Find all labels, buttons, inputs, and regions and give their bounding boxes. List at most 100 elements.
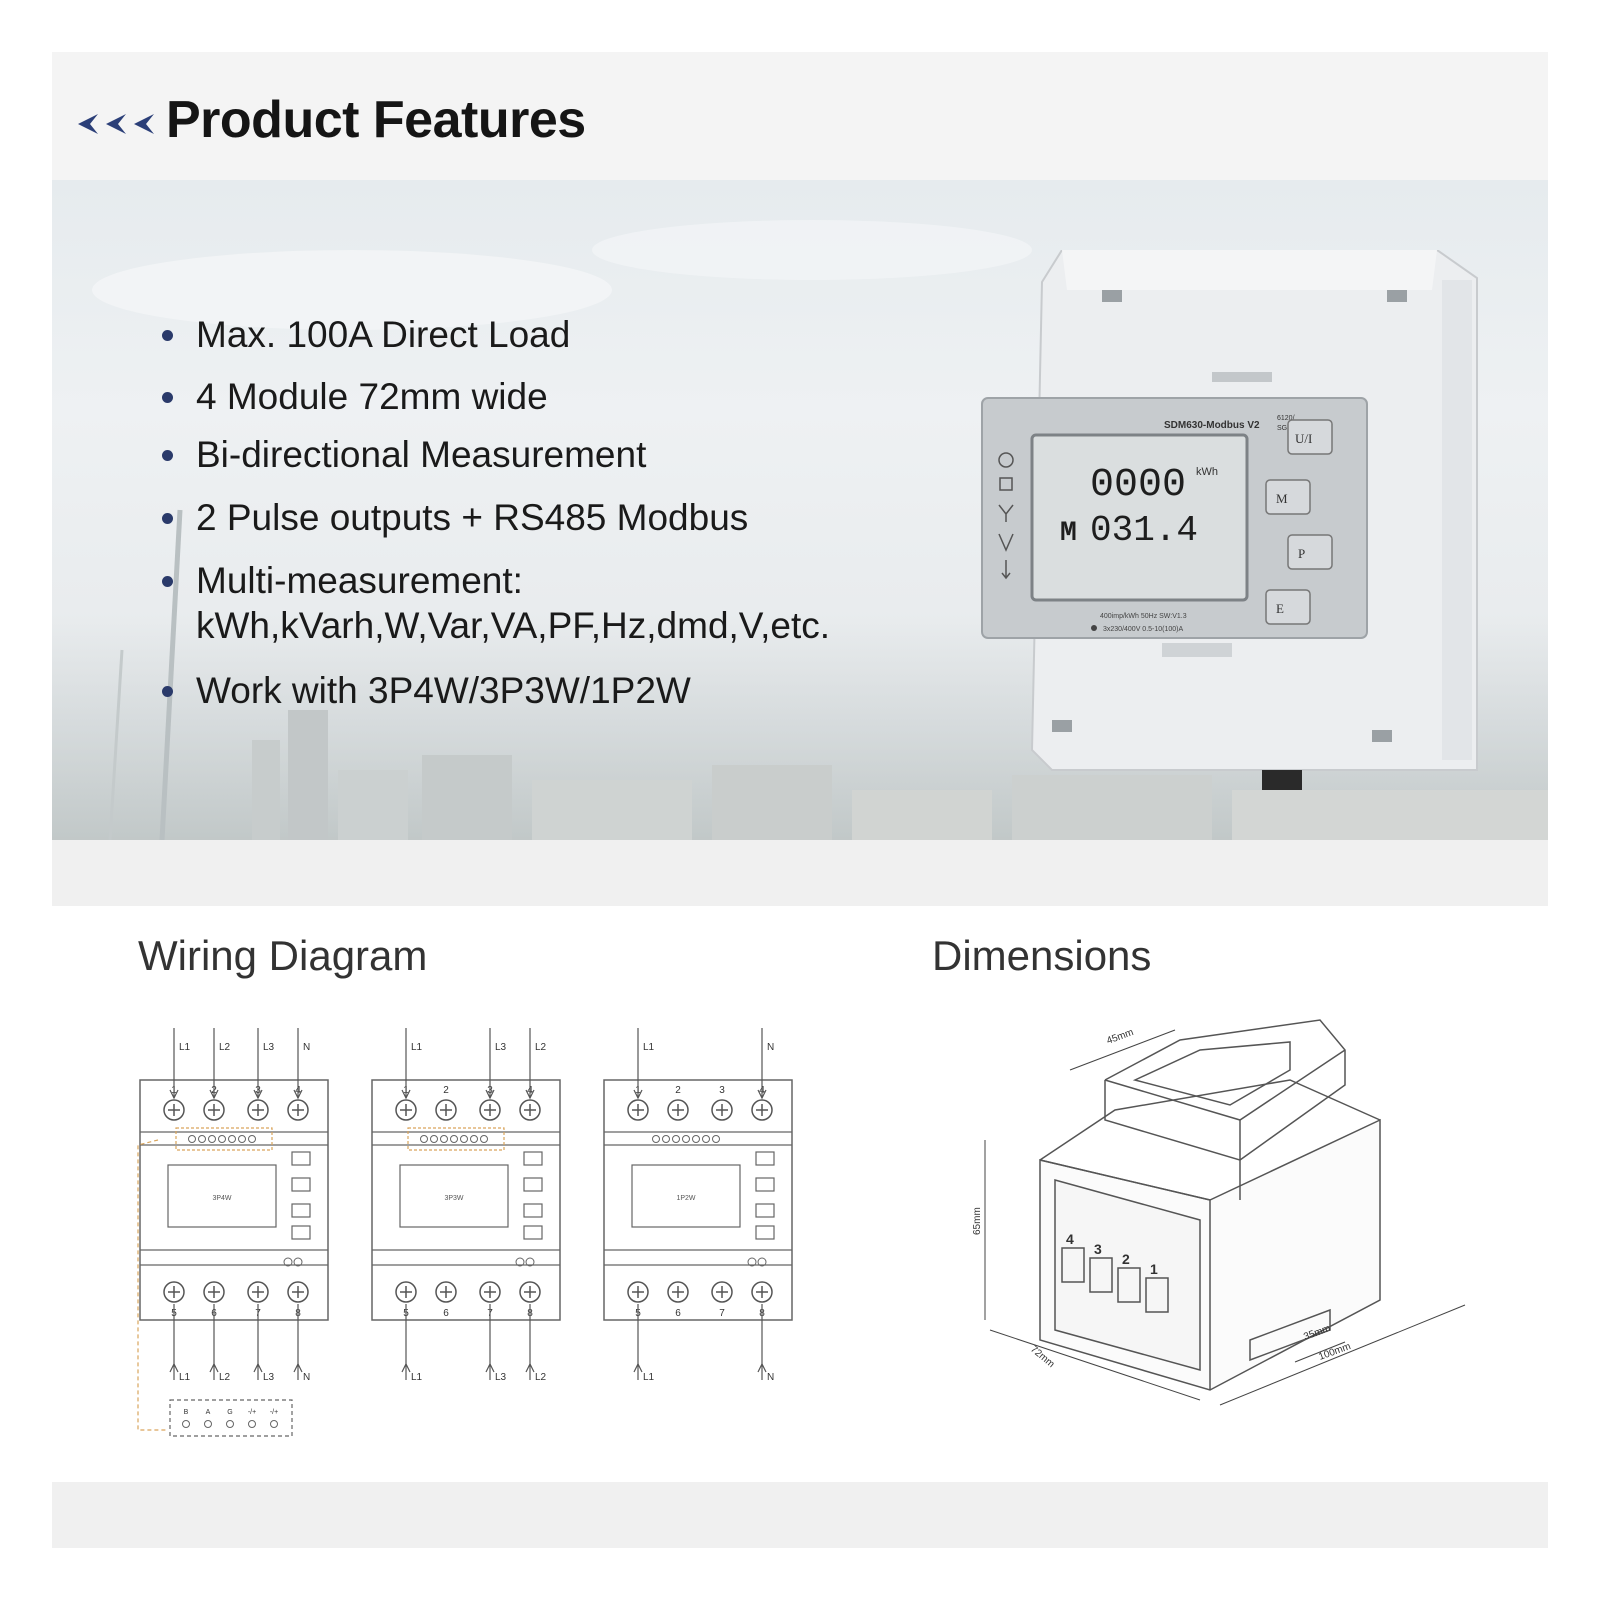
terminal-screw-icon: [519, 1099, 541, 1121]
meter-key-icon: [755, 1225, 775, 1240]
rs485-label: B: [184, 1409, 189, 1416]
triple-chevron-icon: [78, 114, 154, 134]
terminal-screw-icon: [479, 1099, 501, 1121]
bullet-icon: [162, 450, 173, 461]
feature-item: Multi-measurement:kWh,kVarh,W,Var,VA,PF,…: [162, 558, 830, 648]
line-label: L1: [411, 1372, 423, 1383]
terminal-screw-icon: [667, 1099, 689, 1121]
meter-key-icon: [755, 1151, 775, 1166]
svg-text:M: M: [1276, 491, 1288, 506]
feature-text: Bi-directional Measurement: [196, 434, 647, 475]
terminal-screw-icon: [435, 1099, 457, 1121]
dim-100mm: 100mm: [1317, 1341, 1352, 1363]
svg-text:P: P: [1298, 546, 1305, 561]
feature-item: 4 Module 72mm wide: [162, 374, 830, 419]
line-label: L2: [219, 1042, 231, 1053]
wiring-mode-label: 3P3W: [444, 1195, 463, 1202]
terminal-screw-icon: [667, 1281, 689, 1303]
y-mark-icon: [998, 504, 1014, 522]
separator-strip: [52, 840, 1548, 906]
led-icon: [1091, 625, 1097, 631]
feature-text: 4 Module 72mm wide: [196, 376, 548, 417]
terminal-screw-icon: [479, 1281, 501, 1303]
feature-text: 2 Pulse outputs + RS485 Modbus: [196, 497, 749, 538]
feature-item: Bi-directional Measurement: [162, 432, 830, 477]
line-label: N: [767, 1372, 774, 1383]
feature-item: Work with 3P4W/3P3W/1P2W: [162, 668, 830, 713]
meter-key-icon: [523, 1225, 543, 1240]
lcd-prefix: M: [1060, 518, 1077, 549]
terminal-number: 1: [1150, 1261, 1158, 1277]
square-mark-icon: [999, 477, 1013, 491]
meter-cert: 6120/: [1277, 415, 1295, 422]
meter-key-icon: [291, 1177, 311, 1192]
bullet-icon: [162, 392, 173, 403]
terminal-screw-icon: [627, 1099, 649, 1121]
meter-button-ui: U/I: [1287, 419, 1333, 455]
line-label: L1: [643, 1372, 655, 1383]
terminal-screw-icon: [287, 1281, 309, 1303]
terminal-screw-icon: [627, 1281, 649, 1303]
meter-button-m: M: [1265, 479, 1311, 515]
terminal-number: 2: [675, 1085, 681, 1096]
line-label: L2: [535, 1042, 547, 1053]
b-mark-icon: [998, 452, 1014, 468]
line-label: L2: [219, 1372, 231, 1383]
svg-text:E: E: [1276, 601, 1284, 616]
wiring-diagram-3: 1P2W15L1L1263748NN: [603, 1028, 793, 1383]
terminal-screw-icon: [519, 1281, 541, 1303]
dim-45mm: 45mm: [1105, 1027, 1135, 1047]
meter-key-icon: [755, 1203, 775, 1218]
line-label: L1: [179, 1372, 191, 1383]
meter-key-icon: [523, 1203, 543, 1218]
terminal-number: 2: [443, 1085, 449, 1096]
feature-text: Work with 3P4W/3P3W/1P2W: [196, 670, 691, 711]
bullet-icon: [162, 330, 173, 341]
feature-text-line2: kWh,kVarh,W,Var,VA,PF,Hz,dmd,V,etc.: [196, 605, 831, 646]
rs485-label: -/+: [248, 1409, 256, 1416]
terminal-screw-icon: [247, 1099, 269, 1121]
terminal-screw-icon: [163, 1281, 185, 1303]
terminal-screw-icon: [751, 1099, 773, 1121]
lcd-screen: [1030, 433, 1249, 602]
rs485-label: A: [206, 1409, 211, 1416]
line-label: L3: [263, 1042, 275, 1053]
bullet-icon: [162, 576, 173, 587]
bullet-icon: [162, 686, 173, 697]
svg-text:U/I: U/I: [1295, 431, 1312, 446]
terminal-screw-icon: [287, 1099, 309, 1121]
terminal-number: 4: [1066, 1231, 1074, 1247]
line-label: L2: [535, 1372, 547, 1383]
feature-list: Max. 100A Direct Load 4 Module 72mm wide…: [162, 312, 830, 713]
terminal-number: 3: [1094, 1241, 1102, 1257]
meter-key-icon: [291, 1203, 311, 1218]
line-label: N: [767, 1042, 774, 1053]
page-title: Product Features: [166, 91, 586, 149]
terminal-number: 7: [719, 1308, 725, 1319]
meter-key-icon: [755, 1177, 775, 1192]
meter-model: SDM630-Modbus V2: [1164, 420, 1260, 431]
line-label: L3: [495, 1372, 507, 1383]
wiring-mode-label: 3P4W: [212, 1195, 231, 1202]
header: Product Features: [52, 52, 1548, 180]
lcd-unit: kWh: [1196, 466, 1218, 478]
dim-65mm: 65mm: [972, 1207, 983, 1235]
terminal-screw-icon: [751, 1281, 773, 1303]
wiring-title: Wiring Diagram: [138, 932, 428, 979]
meter-spec-1: 400imp/kWh 50Hz SW:V1.3: [1100, 613, 1187, 620]
terminal-number: 2: [1122, 1251, 1130, 1267]
line-label: N: [303, 1042, 310, 1053]
feature-text: Max. 100A Direct Load: [196, 314, 571, 355]
line-label: N: [303, 1372, 310, 1383]
terminal-screw-icon: [711, 1281, 733, 1303]
line-label: L3: [495, 1042, 507, 1053]
terminal-screw-icon: [395, 1099, 417, 1121]
terminal-number: 6: [675, 1308, 681, 1319]
rs485-label: G: [227, 1409, 232, 1416]
wiring-mode-label: 1P2W: [676, 1195, 695, 1202]
terminal-screw-icon: [163, 1099, 185, 1121]
feature-text: Multi-measurement:: [196, 560, 523, 601]
meter-key-icon: [523, 1177, 543, 1192]
energy-meter-illustration: SDM630-Modbus V2 6120/ SG86151 0000 kWh …: [981, 250, 1478, 790]
